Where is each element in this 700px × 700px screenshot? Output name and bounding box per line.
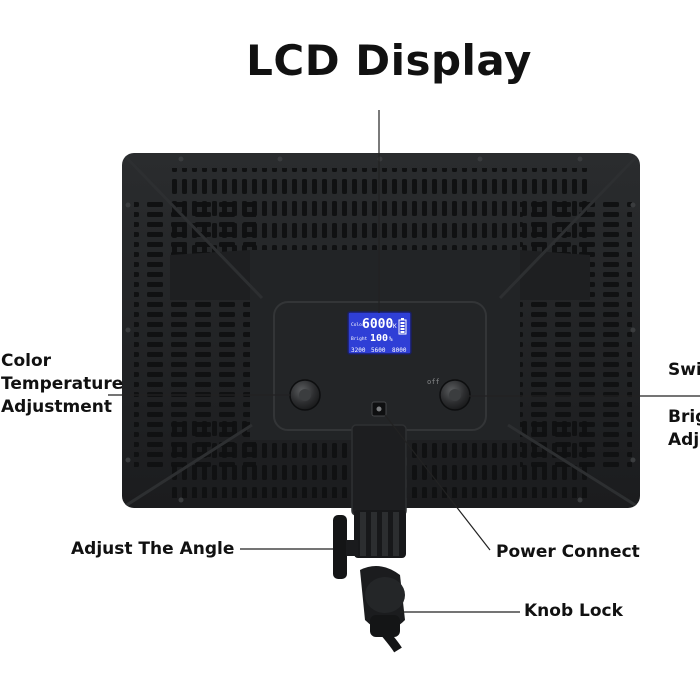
lcd-row1-prefix: Color	[351, 322, 365, 328]
lcd-brightness-unit: %	[389, 336, 393, 343]
lcd-display-title: LCD Display	[246, 36, 532, 85]
angle-adjust-knob	[333, 515, 358, 579]
brightness-line-2: Adj	[668, 430, 700, 450]
brightness-line-1: Brig	[668, 407, 700, 427]
power-connect-label: Power Connect	[496, 542, 640, 562]
color-temperature-line-2: Temperature	[1, 374, 124, 394]
leader-power	[384, 414, 491, 551]
color-temperature-line-1: Color	[1, 351, 52, 371]
adjust-angle-label: Adjust The Angle	[71, 539, 235, 559]
lcd-preset-1: 3200	[351, 347, 366, 354]
knob-lock-mount	[360, 566, 405, 653]
lcd-preset-2: 5600	[371, 347, 386, 354]
lcd-temperature: 6000	[362, 317, 393, 332]
angle-bracket	[354, 510, 406, 558]
color-temperature-label: Color Temperature Adjustment	[1, 350, 123, 419]
brightness-label: Brig Adj	[668, 406, 700, 452]
color-temperature-knob	[289, 379, 321, 411]
mount-bracket	[351, 424, 407, 516]
lcd-preset-3: 8000	[392, 347, 407, 354]
lcd-temperature-unit: K	[393, 323, 397, 330]
color-temperature-line-3: Adjustment	[1, 397, 112, 417]
off-mark: off	[427, 378, 440, 386]
knob-lock-label: Knob Lock	[524, 601, 623, 621]
right-vents	[520, 200, 632, 470]
lcd-brightness: 100	[370, 333, 388, 344]
switch-label: Swi	[668, 360, 700, 380]
left-vents	[134, 200, 256, 470]
brightness-knob	[439, 379, 471, 411]
battery-icon	[398, 318, 407, 335]
leader-lines	[108, 110, 700, 613]
lcd-row2-prefix: Bright	[351, 336, 368, 342]
